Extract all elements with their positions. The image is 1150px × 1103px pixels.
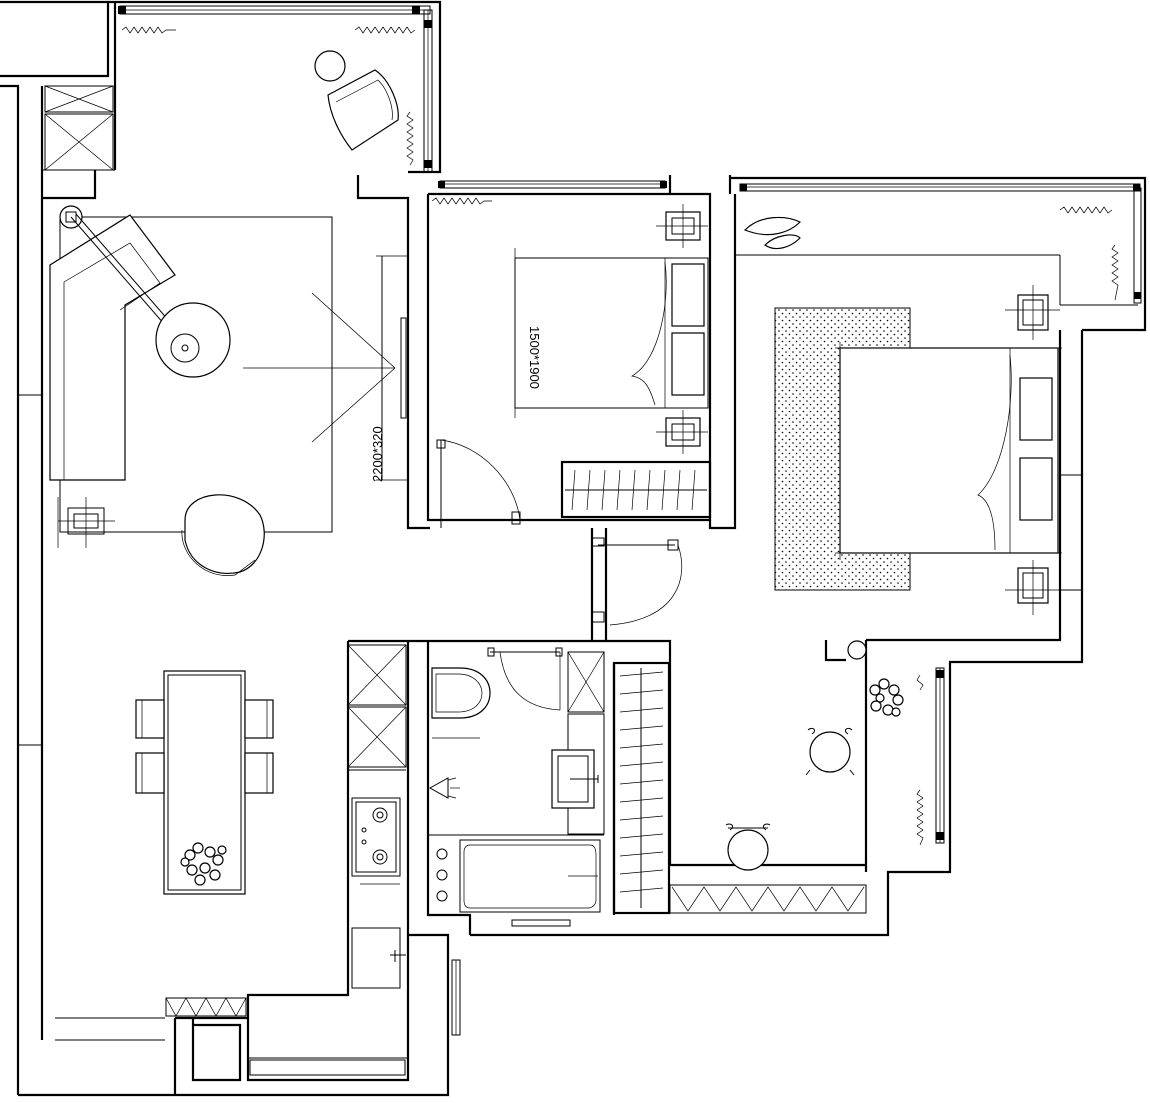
bed-size-label: 1500*1900 [527,326,542,389]
doors [436,439,683,626]
dining [135,670,274,895]
door-size-label: 2200*320 [370,426,385,482]
kitchen [165,644,407,1017]
bathroom [428,647,605,913]
windows [118,5,1142,1036]
bedroom-small [514,204,712,519]
curtains [121,26,1119,846]
bedroom-master [743,216,1062,615]
living-room [18,50,408,746]
study [612,661,904,915]
